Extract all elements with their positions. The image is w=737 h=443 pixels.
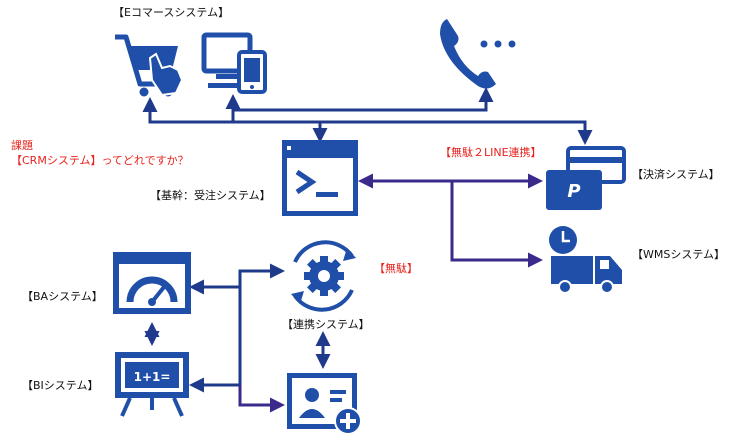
line-ec-bus <box>142 97 593 145</box>
devices-icon <box>201 32 267 94</box>
payment-symbol: P <box>567 181 580 202</box>
line-trunk-contact <box>238 385 285 413</box>
label-waste-line: 【無駄２LINE連携】 <box>440 146 542 159</box>
line-trunk-link <box>238 263 285 405</box>
line-core-wms <box>450 181 543 268</box>
issue-title: 課題 <box>11 139 33 152</box>
dashboard-gauge-icon <box>113 252 191 314</box>
terminal-icon <box>282 140 358 216</box>
label-wms-system: 【WMSシステム】 <box>632 248 726 261</box>
label-link-system: 【連携システム】 <box>282 318 370 331</box>
label-payment-system: 【決済システム】 <box>632 168 720 181</box>
contact-card-add-icon <box>287 373 362 435</box>
board-text: 1+1= <box>134 370 171 384</box>
issue-question: 【CRMシステム】ってどれですか？ <box>11 154 189 167</box>
delivery-truck-icon <box>549 226 622 294</box>
label-bi-system: 【BIシステム】 <box>22 379 99 392</box>
shopping-cart-icon <box>115 34 184 97</box>
payment-card-icon: P <box>546 146 626 210</box>
label-core-system: 【基幹：受注システム】 <box>150 189 271 202</box>
label-waste: 【無駄】 <box>374 262 418 275</box>
connection-lines <box>142 87 593 413</box>
gear-sync-icon <box>291 240 356 312</box>
label-ec-system: 【Eコマースシステム】 <box>113 6 230 19</box>
phone-icon <box>440 19 516 89</box>
chalkboard-icon: 1+1= <box>115 352 189 417</box>
label-ba-system: 【BAシステム】 <box>22 290 103 303</box>
line-phone-bus <box>233 87 494 112</box>
